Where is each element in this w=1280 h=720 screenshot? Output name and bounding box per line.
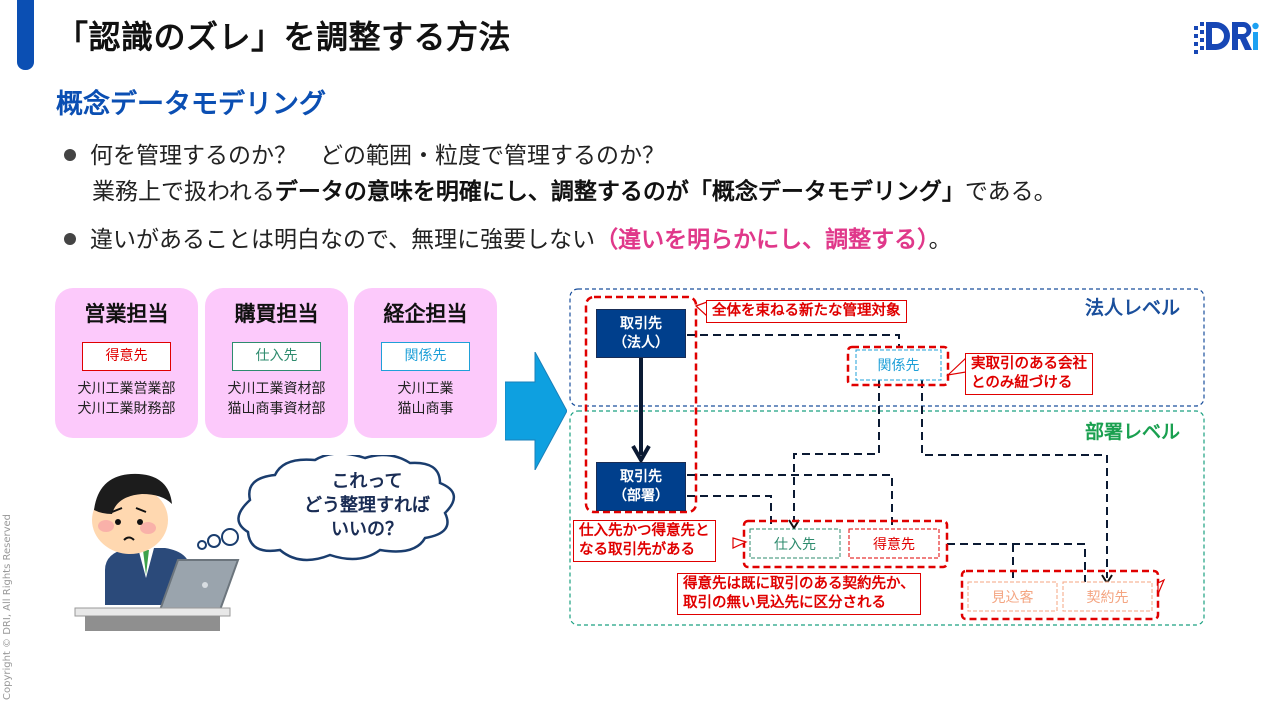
bullet-1: 何を管理するのか？ どの範囲・粒度で管理するのか？ bbox=[64, 136, 665, 170]
corporate-level-label: 法人レベル bbox=[1085, 297, 1181, 319]
connector-dept-supplier bbox=[687, 495, 772, 527]
prospect-contract-group-frame bbox=[960, 569, 1160, 621]
node-label: （法人） bbox=[613, 334, 669, 351]
bullet-1-emphasis: データの意味を明確にし、調整するのが「概念データモデリング」 bbox=[274, 179, 965, 205]
callout-line: 実取引のある会社 bbox=[971, 356, 1087, 372]
thought-bubble-text: これって どう整理すれば いいの？ bbox=[272, 470, 462, 542]
role-line: 犬川工業営業部 bbox=[77, 381, 176, 397]
contracted-node: 契約先 bbox=[1064, 583, 1151, 610]
thought-line: これって bbox=[331, 471, 403, 492]
department-level-frame bbox=[569, 410, 1205, 626]
bullet-1-continuation: 業務上で扱われるデータの意味を明確にし、調整するのが「概念データモデリング」であ… bbox=[92, 172, 1057, 206]
role-title: 経企担当 bbox=[383, 302, 468, 326]
right-arrow-icon bbox=[505, 352, 567, 470]
prospect-node: 見込客 bbox=[969, 583, 1056, 610]
node-label: 取引先 bbox=[620, 468, 662, 485]
dri-logo-icon bbox=[1194, 22, 1259, 54]
node-label: 取引先 bbox=[620, 315, 662, 332]
role-tag: 得意先 bbox=[82, 342, 171, 371]
bullet-1-suffix: である。 bbox=[964, 179, 1057, 205]
role-title: 営業担当 bbox=[84, 302, 169, 326]
supplier-node: 仕入先 bbox=[751, 530, 839, 557]
role-line: 犬川工業資材部 bbox=[227, 381, 326, 397]
role-tag: 仕入先 bbox=[232, 342, 321, 371]
customer-node: 得意先 bbox=[850, 530, 938, 557]
callout-line: とのみ紐づける bbox=[971, 375, 1073, 391]
callout-line: 得意先は既に取引のある契約先か、 bbox=[683, 576, 915, 592]
page-title: 「認識のズレ」を調整する方法 bbox=[56, 18, 512, 56]
connector-dept-customer bbox=[687, 474, 893, 527]
related-group-frame bbox=[846, 345, 950, 387]
bullet-1-text: 何を管理するのか？ どの範囲・粒度で管理するのか？ bbox=[90, 143, 665, 169]
callout-line: 仕入先かつ得意先と bbox=[579, 523, 710, 539]
role-line: 猫山商事資材部 bbox=[227, 401, 326, 417]
supplier-customer-group-frame bbox=[742, 519, 949, 569]
callout-line: なる取引先がある bbox=[579, 542, 695, 558]
callout-real-trade: 実取引のある会社 とのみ紐づける bbox=[965, 353, 1093, 395]
bullet-2-suffix: 。 bbox=[928, 227, 952, 253]
role-card-sales: 営業担当 得意先 犬川工業営業部 犬川工業財務部 bbox=[55, 288, 198, 438]
role-line: 犬川工業財務部 bbox=[77, 401, 176, 417]
bullet-2: 違いがあることは明白なので、無理に強要しない（違いを明らかにし、調整する）。 bbox=[64, 220, 952, 254]
section-subtitle: 概念データモデリング bbox=[56, 89, 326, 120]
corporate-partner-node: 取引先 （法人） bbox=[596, 309, 686, 358]
partner-group-frame bbox=[584, 295, 698, 514]
bullet-2-highlight: （違いを明らかにし、調整する） bbox=[595, 227, 929, 253]
bullet-1-prefix: 業務上で扱われる bbox=[92, 179, 275, 205]
role-title: 購買担当 bbox=[234, 302, 319, 326]
role-line: 猫山商事 bbox=[397, 401, 454, 417]
connector-related-contracted bbox=[921, 380, 1108, 578]
callout-supplier-and-customer: 仕入先かつ得意先と なる取引先がある bbox=[573, 520, 716, 562]
connector-corp-related bbox=[687, 334, 900, 347]
callout-line: 取引の無い見込先に区分される bbox=[683, 595, 886, 611]
related-node: 関係先 bbox=[857, 351, 940, 379]
role-tag: 関係先 bbox=[381, 342, 470, 371]
department-level-label: 部署レベル bbox=[1085, 421, 1181, 443]
role-card-purchasing: 購買担当 仕入先 犬川工業資材部 猫山商事資材部 bbox=[205, 288, 348, 438]
department-partner-node: 取引先 （部署） bbox=[596, 462, 686, 511]
node-label: （部署） bbox=[613, 487, 669, 504]
corporate-level-frame bbox=[569, 288, 1205, 407]
copyright-notice: Copyright © DRI, All Rights Reserved bbox=[2, 513, 13, 700]
callout-new-target: 全体を束ねる新たな管理対象 bbox=[706, 300, 907, 323]
role-line: 犬川工業 bbox=[397, 381, 454, 397]
thought-bubble bbox=[197, 455, 455, 562]
callout-customer-classification: 得意先は既に取引のある契約先か、 取引の無い見込先に区分される bbox=[677, 573, 921, 615]
bullet-2-text: 違いがあることは明白なので、無理に強要しない bbox=[90, 227, 596, 253]
thought-line: どう整理すれば bbox=[304, 495, 430, 516]
confused-businessman-at-laptop-icon bbox=[74, 473, 240, 631]
role-card-planning: 経企担当 関係先 犬川工業 猫山商事 bbox=[354, 288, 497, 438]
bullet-dot bbox=[64, 232, 76, 245]
title-accent-bar bbox=[17, 0, 34, 70]
thought-line: いいの？ bbox=[331, 519, 403, 540]
bullet-dot bbox=[64, 148, 76, 161]
connector-related-supplier bbox=[793, 380, 880, 522]
connector-customer-branch bbox=[947, 543, 1086, 582]
